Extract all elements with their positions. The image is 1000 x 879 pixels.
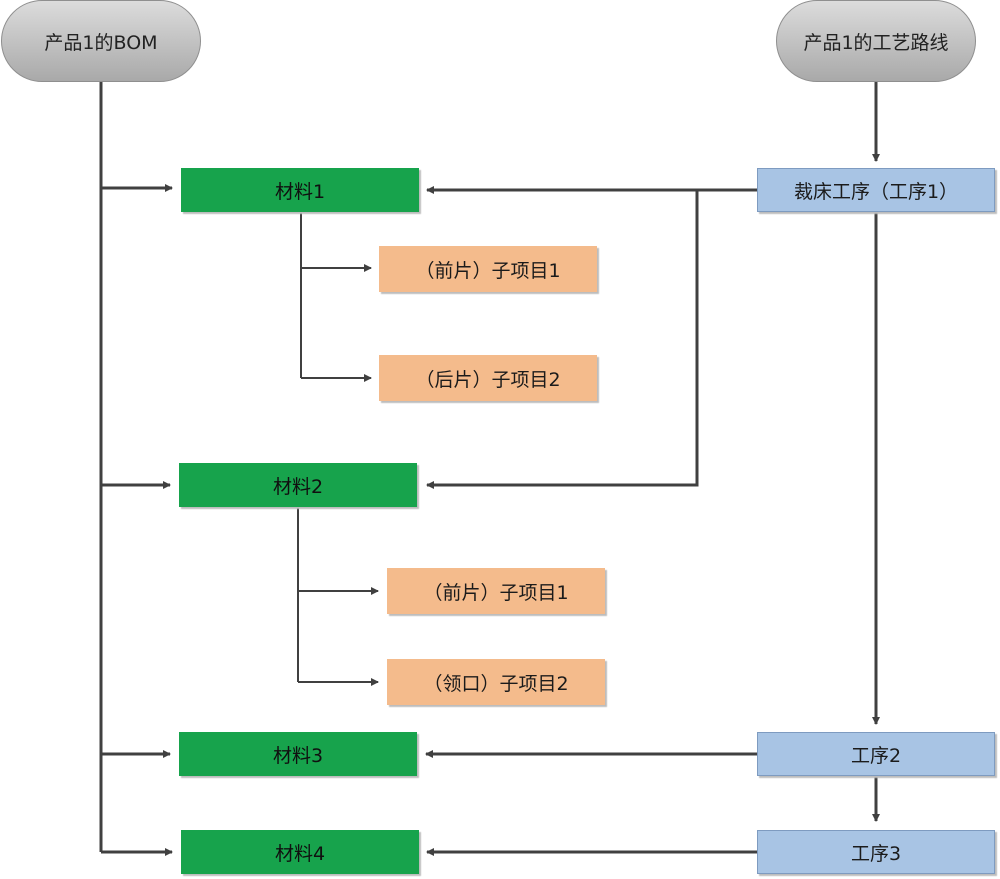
sub-item-4-box: （领口）子项目2 <box>387 659 605 705</box>
route-title: 产品1的工艺路线 <box>803 31 949 54</box>
material-4-label: 材料4 <box>274 842 326 865</box>
material-3-box: 材料3 <box>179 732 417 776</box>
material-3-label: 材料3 <box>272 744 324 767</box>
sub-item-3-box: （前片）子项目1 <box>387 568 605 614</box>
process-2-label: 工序2 <box>850 744 902 767</box>
process-1-label: 裁床工序（工序1） <box>793 180 959 203</box>
process-2-box: 工序2 <box>757 732 995 776</box>
process1-to-material2-connector <box>426 190 699 489</box>
sub-item-2-box: （后片）子项目2 <box>379 355 597 401</box>
route-title-node: 产品1的工艺路线 <box>776 0 976 82</box>
process-3-box: 工序3 <box>757 830 995 874</box>
sub-item-1-label: （前片）子项目1 <box>415 259 561 282</box>
bom-title: 产品1的BOM <box>44 31 158 54</box>
material-4-box: 材料4 <box>181 830 419 874</box>
material-2-box: 材料2 <box>179 463 417 507</box>
process-3-label: 工序3 <box>850 842 902 865</box>
material-2-label: 材料2 <box>272 475 324 498</box>
material-1-label: 材料1 <box>274 180 326 203</box>
process-1-box: 裁床工序（工序1） <box>757 168 995 212</box>
sub-item-2-label: （后片）子项目2 <box>415 368 561 391</box>
bom-title-node: 产品1的BOM <box>1 0 201 82</box>
sub-item-3-label: （前片）子项目1 <box>423 581 569 604</box>
sub-item-1-box: （前片）子项目1 <box>379 246 597 292</box>
material-1-box: 材料1 <box>181 168 419 212</box>
sub-item-4-label: （领口）子项目2 <box>423 672 569 695</box>
